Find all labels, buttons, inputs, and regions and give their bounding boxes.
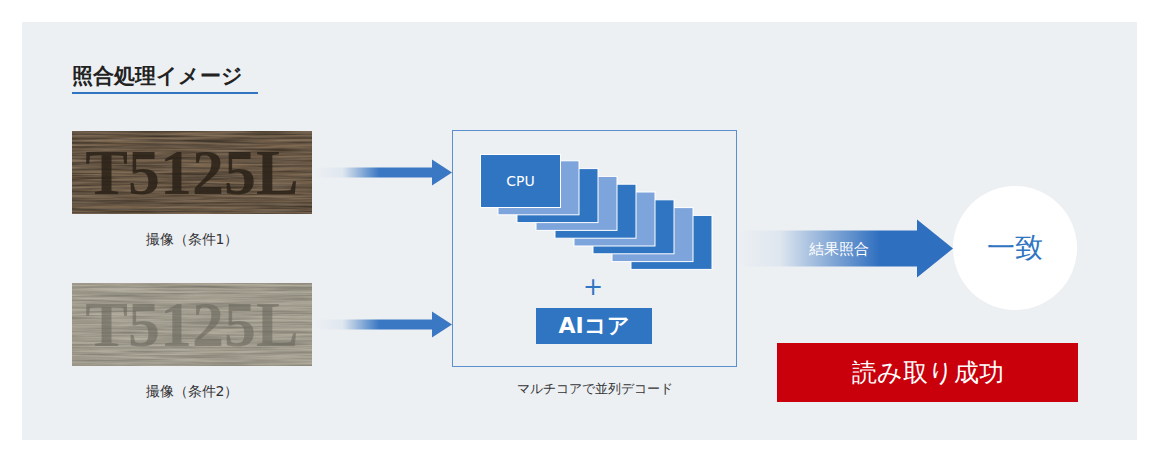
stamped-code: T5125L	[72, 131, 312, 214]
photo-texture	[72, 283, 312, 366]
flow-arrow	[312, 312, 452, 338]
photo-texture	[72, 283, 312, 366]
frame-caption: マルチコアで並列デコード	[413, 380, 776, 398]
cpu-label: CPU	[481, 155, 560, 207]
success-banner: 読み取り成功	[777, 343, 1078, 402]
arrow-shaft	[737, 231, 918, 267]
arrow-head	[917, 220, 953, 278]
flow-arrow	[737, 220, 953, 278]
arrow-head	[432, 160, 452, 186]
image-caption: 撮像（条件1）	[32, 231, 352, 249]
circle-outline	[953, 186, 1077, 310]
result-circle: 一致	[953, 186, 1077, 310]
diagram-title: 照合処理イメージ	[72, 62, 243, 90]
plus-sign: +	[583, 273, 603, 301]
ai-core-box: AIコア	[536, 308, 652, 344]
decoder-frame: CPUAIコアマルチコアで並列デコード	[452, 130, 737, 367]
image-caption: 撮像（条件2）	[32, 383, 352, 401]
sample-photo: T5125L撮像（条件2）	[72, 283, 312, 366]
cpu-card: CPU	[480, 154, 561, 208]
arrow-label: 結果照合	[809, 239, 869, 258]
arrow-shaft	[312, 320, 433, 330]
cardboard-photo	[72, 131, 312, 214]
photo-texture	[72, 131, 312, 214]
ai-core-label: AIコア	[536, 308, 652, 344]
success-text: 読み取り成功	[777, 343, 1078, 402]
arrow-shaft	[312, 168, 433, 178]
flow-arrow	[312, 160, 452, 186]
arrow-head	[432, 312, 452, 338]
cardboard-photo	[72, 283, 312, 366]
sample-photo: T5125L撮像（条件1）	[72, 131, 312, 214]
title-underline	[72, 92, 258, 94]
background-panel	[22, 22, 1137, 440]
stamped-code: T5125L	[72, 283, 312, 366]
photo-texture	[72, 131, 312, 214]
result-text: 一致	[953, 186, 1077, 310]
